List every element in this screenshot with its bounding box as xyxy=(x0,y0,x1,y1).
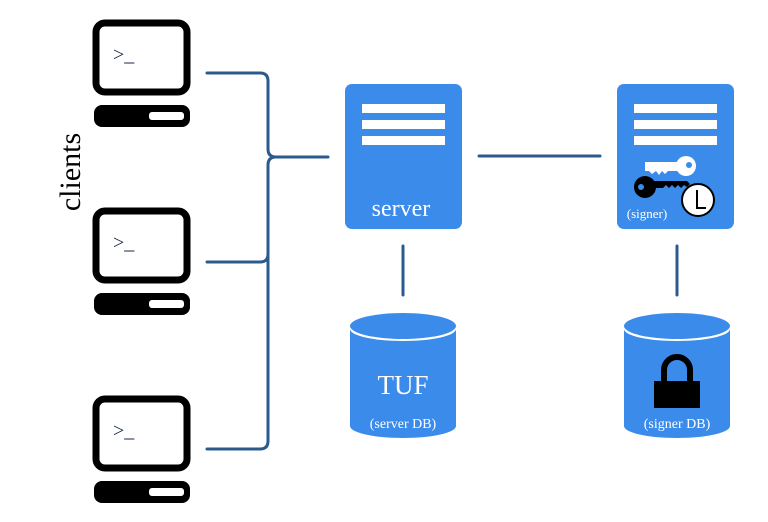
server-db-node: TUF (server DB) xyxy=(350,313,456,438)
database-icon xyxy=(350,313,456,438)
signer-node: (signer) xyxy=(617,84,734,229)
server-label: server xyxy=(372,196,431,222)
signer-db-node: (signer DB) xyxy=(624,313,730,438)
signer-db-label: (signer DB) xyxy=(644,417,711,432)
clock-icon xyxy=(681,183,715,217)
terminal-computer-icon xyxy=(92,207,191,315)
signer-label: (signer) xyxy=(627,206,667,221)
client-prompt: >_ xyxy=(113,232,135,254)
server-db-sublabel: (server DB) xyxy=(370,417,437,432)
server-db-title: TUF xyxy=(377,370,428,400)
client-computer-1: >_ xyxy=(92,19,191,127)
lock-icon xyxy=(654,354,700,408)
client-prompt: >_ xyxy=(113,44,135,66)
client-prompt: >_ xyxy=(113,420,135,442)
client-computer-2: >_ xyxy=(92,207,191,315)
client-computer-3: >_ xyxy=(92,395,191,503)
terminal-computer-icon xyxy=(92,19,191,127)
clients-bracket-connector xyxy=(205,71,330,451)
keys-icon xyxy=(634,156,696,198)
terminal-computer-icon xyxy=(92,395,191,503)
clients-label: clients xyxy=(54,133,87,211)
server-node: server xyxy=(345,84,462,229)
document-icon xyxy=(634,104,717,145)
document-icon xyxy=(362,104,445,145)
